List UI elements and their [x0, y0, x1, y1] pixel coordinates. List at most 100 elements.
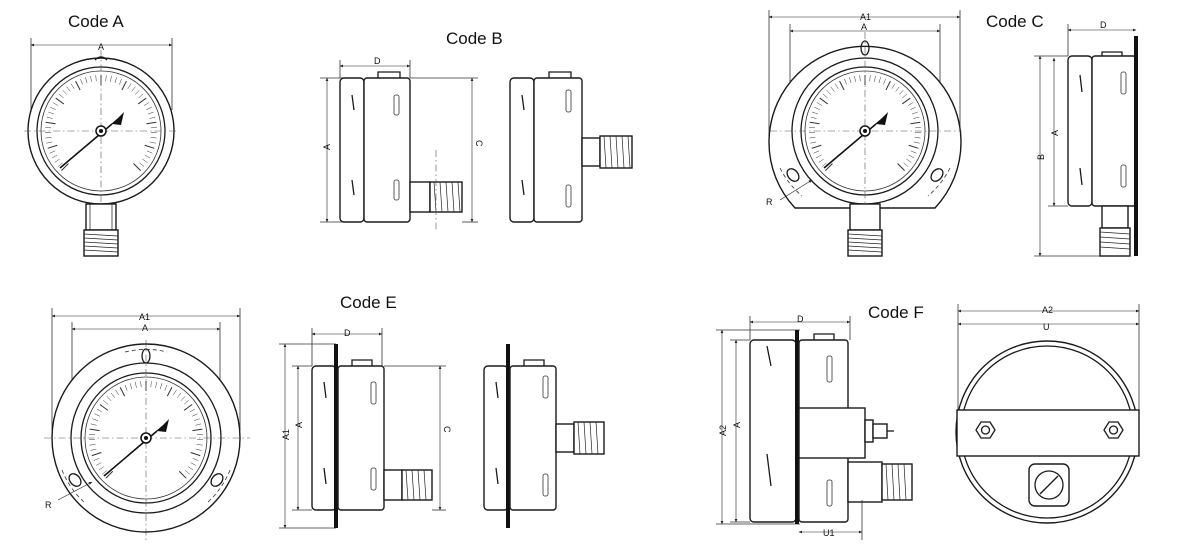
dial-tick [146, 121, 157, 125]
dial-tick [92, 418, 99, 421]
dial-tick [826, 90, 831, 95]
dial-tick [114, 77, 117, 84]
code-e-dim-a1-label: A1 [139, 312, 150, 322]
dial-tick [66, 86, 71, 92]
dial-tick [94, 413, 100, 417]
dial-tick [70, 83, 75, 89]
dial-tick [834, 83, 839, 89]
dial-tick [196, 444, 203, 446]
dial-tick [149, 116, 156, 119]
dial-tick [124, 384, 128, 391]
dial-tick [813, 150, 820, 154]
dial-tick [825, 163, 833, 171]
code-e-side-view: D A1 A C [279, 328, 452, 529]
dial-tick [45, 137, 52, 139]
dial-tick [906, 158, 912, 163]
code-e-side-view-back-mount [483, 344, 605, 528]
code-c-dim-a-label: A [861, 22, 867, 32]
code-f-dim-u-label: U [1043, 322, 1050, 332]
code-c-side-dim-a-label: A [1050, 130, 1060, 136]
title-code-a: Code A [68, 12, 124, 31]
dial-tick [195, 448, 202, 451]
dial-tick [47, 144, 58, 149]
code-a-thread [83, 233, 119, 253]
code-e-front-view: A1 A R [44, 308, 250, 540]
dial-tick [103, 400, 108, 405]
dial-tick [99, 404, 109, 411]
dial-tick [869, 75, 871, 82]
dial-tick [899, 90, 904, 95]
dial-tick [144, 144, 155, 149]
dial-tick [105, 75, 107, 82]
dial-tick [897, 163, 905, 171]
dial-tick [105, 470, 114, 479]
dial-tick [96, 408, 103, 413]
code-e-dim-a-label: A [142, 323, 148, 333]
dial-tick [49, 150, 56, 154]
dial-tick [902, 93, 908, 99]
dial-tick [177, 392, 182, 398]
dial-tick [93, 458, 100, 461]
dial-tick [913, 141, 920, 144]
dial-tick [155, 381, 157, 388]
dial-tick [822, 93, 828, 99]
dial-tick [95, 462, 102, 466]
dial-tick [127, 83, 132, 89]
dial-tick [192, 458, 199, 461]
dial-tick [150, 137, 157, 139]
dial-tick [849, 77, 852, 84]
code-b-dim-c-label: C [474, 140, 484, 147]
code-a-front-view: A [24, 38, 178, 257]
code-e-dim-a1-side-label: A1 [281, 429, 291, 440]
dial-tick [61, 163, 69, 171]
dial-tick [164, 384, 168, 391]
code-c-side-view: D B A [1034, 20, 1138, 257]
dial-tick [821, 162, 827, 167]
dial-tick [90, 423, 97, 426]
dial-tick [121, 80, 127, 91]
code-f-back-view: A2 U [955, 304, 1140, 524]
dial-tick [810, 116, 817, 119]
dial-tick [908, 144, 919, 149]
dial-tick [907, 102, 914, 106]
dial-tick [809, 137, 816, 139]
code-c-side-dim-b-label: B [1036, 154, 1046, 160]
dial-tick [135, 381, 137, 388]
dial-tick [914, 137, 921, 139]
dial-tick [115, 389, 119, 396]
dial-tick [910, 121, 921, 125]
code-f-dim-a2-back-label: A2 [1042, 305, 1053, 315]
dial-tick [910, 106, 916, 110]
dial-tick [895, 86, 900, 92]
dial-tick [135, 90, 140, 95]
code-c-dim-a1-label: A1 [860, 12, 871, 22]
code-a-dim-a-label: A [98, 42, 104, 52]
dial-tick [190, 452, 201, 457]
dial-tick [874, 75, 876, 82]
dial-tick [183, 404, 193, 411]
code-e-dim-a-side-label: A [294, 422, 304, 428]
dial-tick [844, 78, 847, 85]
dial-tick [119, 386, 126, 397]
dial-tick [901, 97, 911, 105]
dial-tick [146, 150, 153, 154]
dial-tick [110, 392, 115, 398]
dial-tick [137, 97, 147, 105]
dial-tick [891, 83, 896, 89]
dial-tick [903, 162, 909, 167]
dial-tick [913, 116, 920, 119]
dial-tick [185, 470, 191, 475]
code-f-dim-u1-label: U1 [823, 528, 835, 538]
dial-tick [144, 154, 151, 159]
code-e-dim-c-label: C [442, 426, 452, 433]
dial-tick [166, 386, 173, 397]
dial-tick [55, 97, 65, 105]
dial-tick [910, 150, 917, 154]
dial-tick [859, 75, 861, 82]
code-b-side-view-back-mount [509, 71, 633, 223]
dial-tick [908, 154, 915, 159]
code-c-dim-r-label: R [766, 197, 773, 207]
dial-tick [89, 444, 96, 446]
dial-tick [180, 396, 186, 401]
